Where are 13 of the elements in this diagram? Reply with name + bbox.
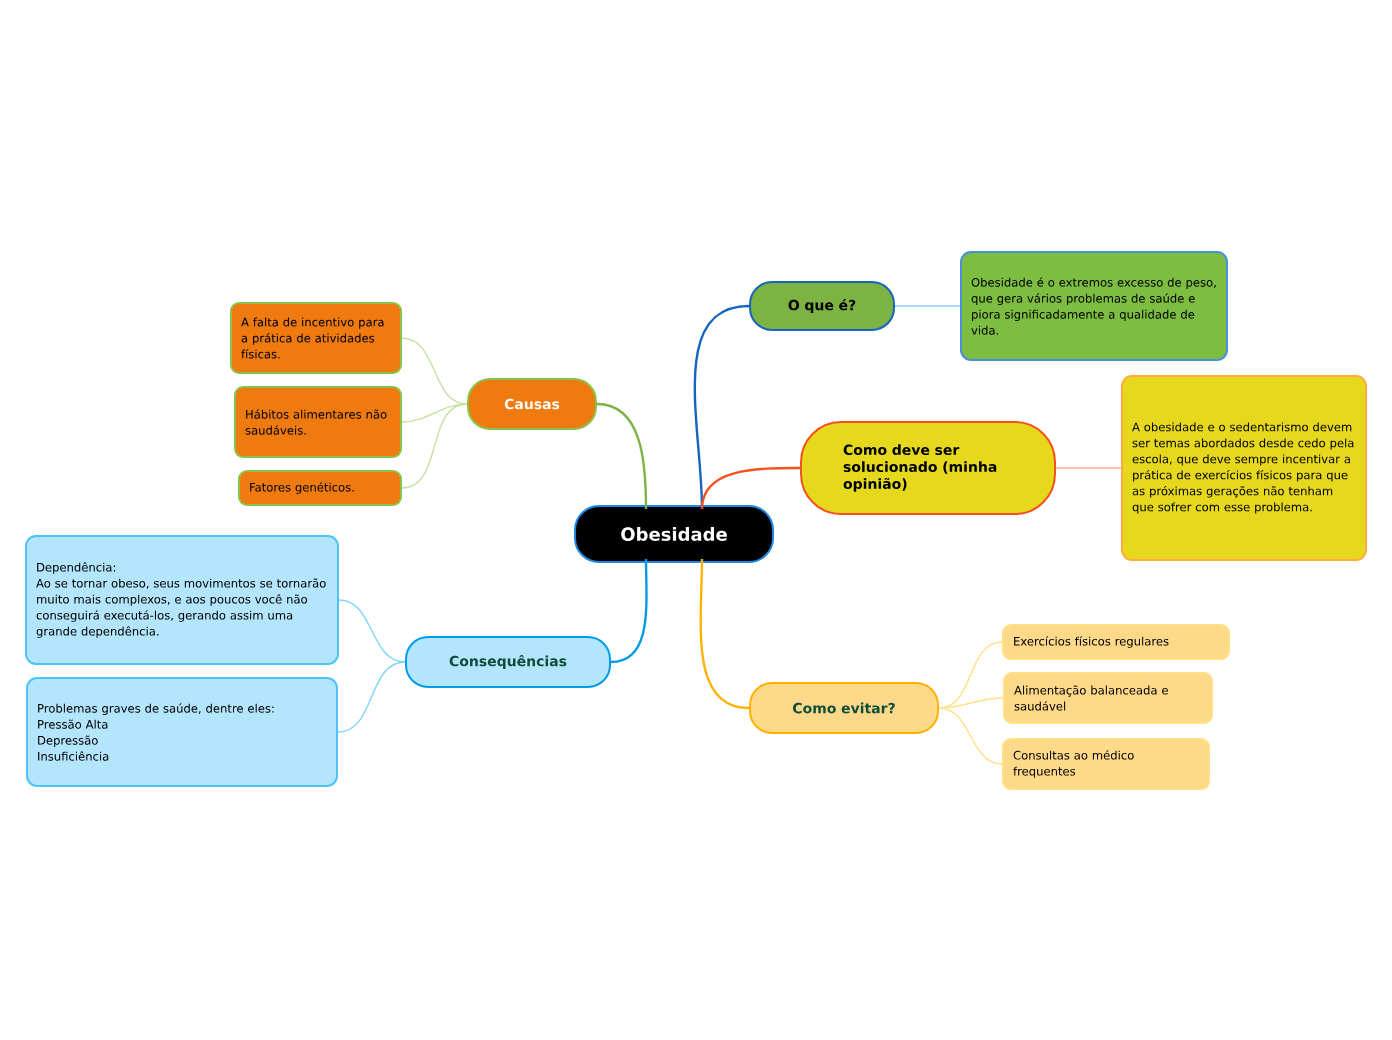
connector xyxy=(699,559,750,710)
connector xyxy=(610,559,648,664)
connector xyxy=(938,707,1003,765)
connector xyxy=(1055,467,1122,469)
connector xyxy=(338,599,406,663)
connector xyxy=(700,466,800,510)
connector xyxy=(401,337,468,405)
connector xyxy=(938,697,1004,709)
connector xyxy=(401,403,468,489)
central-topic: Obesidade xyxy=(574,505,774,563)
connector xyxy=(337,661,406,733)
connector xyxy=(894,305,961,307)
connector xyxy=(596,402,648,510)
